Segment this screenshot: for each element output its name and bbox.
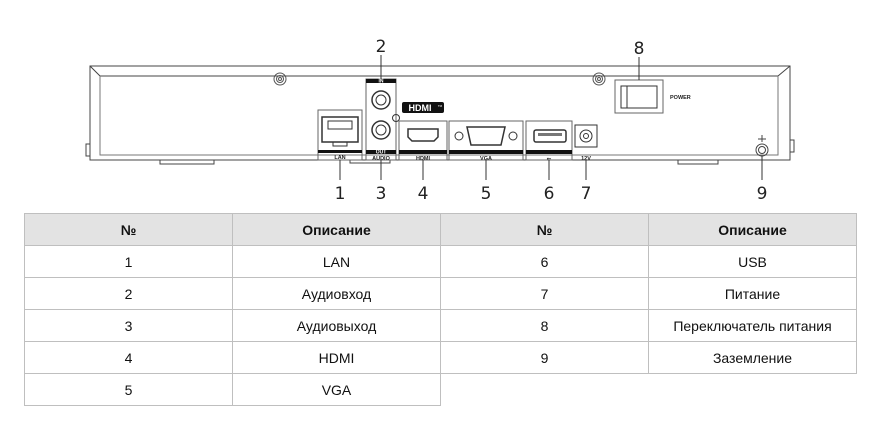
audio-in-label: IN [379,79,384,85]
audio-out-label: OUT [376,150,387,156]
row-desc: Заземление [648,341,857,374]
row-desc: HDMI [232,341,441,374]
screw-right [592,72,606,86]
row-num: 3 [24,309,233,342]
lan-port: LAN [317,109,363,161]
callout-lines [339,55,763,180]
row-desc: Переключатель питания [648,309,857,342]
callout-7: 7 [581,184,592,204]
table-header-row: № Описание [440,213,857,246]
callout-1: 1 [335,184,346,204]
hdmi-port: HDMI TM HDMI [398,102,448,162]
callout-2: 2 [376,37,387,57]
row-desc: LAN [232,245,441,278]
row-desc: Питание [648,277,857,310]
callout-5: 5 [481,184,492,204]
dc-power-label: 12V [581,156,591,162]
hdmi-tm: TM [438,104,443,108]
audio-ports: IN OUT AUDIO [365,78,400,162]
row-num: 1 [24,245,233,278]
empty-cell [440,373,857,405]
power-switch-label: POWER [670,95,691,101]
dc-power-port: 12V [574,124,598,162]
vga-port: VGA [448,120,524,162]
row-desc: Аудиовыход [232,309,441,342]
lan-label: LAN [334,155,345,161]
callout-3: 3 [376,184,387,204]
row-desc: VGA [232,373,441,406]
callout-9: 9 [757,184,768,204]
table-header-row: № Описание [24,213,441,246]
header-num: № [440,213,649,246]
audio-label: AUDIO [372,156,390,162]
callout-6: 6 [544,184,555,204]
hdmi-label: HDMI [416,156,431,162]
row-num: 8 [440,309,649,342]
callout-4: 4 [418,184,429,204]
header-desc: Описание [232,213,441,246]
row-num: 6 [440,245,649,278]
row-num: 4 [24,341,233,374]
device-rear-panel-diagram: LAN IN OUT AUDIO HDMI TM HDMI VGA [85,37,795,204]
row-num: 5 [24,373,233,406]
callout-8: 8 [634,39,645,59]
chassis [85,65,795,165]
power-switch: POWER [614,79,691,114]
ground-terminal [755,135,769,157]
row-num: 2 [24,277,233,310]
usb-icon: ⭠ [547,156,552,162]
usb-port: ⭠ [525,120,573,162]
table-empty-row [440,373,857,405]
hdmi-logo: HDMI [409,103,432,113]
row-desc: Аудиовход [232,277,441,310]
vga-label: VGA [480,156,492,162]
header-num: № [24,213,233,246]
screw-left [273,72,287,86]
header-desc: Описание [648,213,857,246]
row-num: 9 [440,341,649,374]
row-num: 7 [440,277,649,310]
row-desc: USB [648,245,857,278]
